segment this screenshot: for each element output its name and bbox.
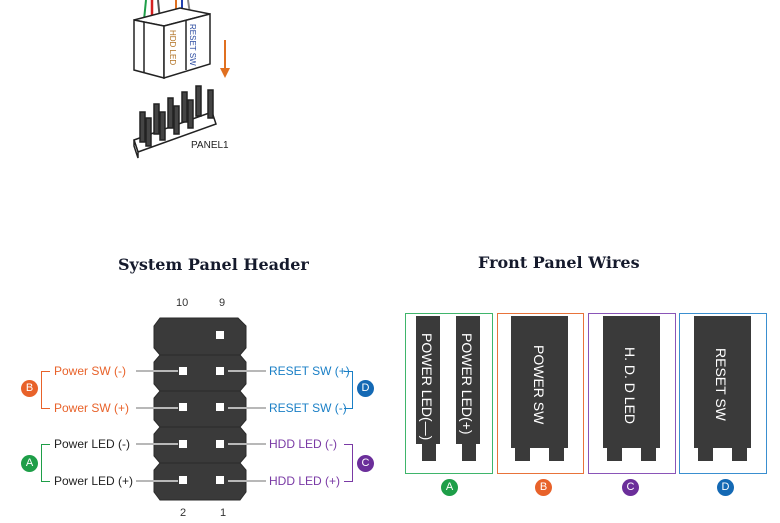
wire-connector-c — [603, 316, 660, 461]
label-power-sw-plus: Power SW (+) — [54, 401, 130, 415]
wire-hdd-led — [603, 316, 660, 461]
wire-box-a — [405, 313, 493, 474]
wire-power-sw — [511, 316, 568, 461]
label-power-led-minus: Power LED (-) — [54, 437, 131, 451]
wire-label-hdd-led: H. D. D LED — [622, 347, 638, 425]
down-arrow-icon — [220, 40, 230, 78]
pin-1 — [216, 476, 224, 484]
badge-b: B — [21, 380, 38, 397]
panel-connector-illustration: HDD LED RESET SW — [133, 0, 230, 159]
wire-badge-a: A — [441, 479, 458, 496]
wire-box-d — [679, 313, 767, 474]
system-panel-header-diagram — [153, 317, 247, 501]
bracket-c — [344, 444, 353, 482]
wire-reset-sw — [694, 316, 751, 461]
wire-connector-b — [511, 316, 568, 461]
pin-8 — [179, 367, 187, 375]
label-hdd-led-minus: HDD LED (-) — [269, 437, 337, 451]
bracket-d — [344, 371, 353, 409]
wire-label-reset-sw: RESET SW — [713, 348, 729, 421]
leader-lines — [136, 370, 266, 482]
pin-5 — [216, 403, 224, 411]
label-power-sw-minus: Power SW (-) — [54, 364, 126, 378]
badge-a: A — [21, 455, 38, 472]
wire-power-led-plus — [456, 316, 480, 461]
reset-sw-connector-label: RESET SW — [188, 24, 197, 66]
wire-label-power-led-plus: POWER LED(+) — [459, 333, 475, 435]
pin-3 — [216, 440, 224, 448]
bracket-b — [41, 371, 50, 409]
header-row-5 — [153, 462, 247, 501]
wire-badge-c: C — [622, 479, 639, 496]
wire-label-power-led-minus: POWER LED(—) — [419, 333, 435, 441]
system-panel-header-title: System Panel Header — [118, 255, 309, 274]
badge-c: C — [357, 455, 374, 472]
pin-number-10: 10 — [176, 297, 189, 309]
bracket-a — [41, 444, 50, 482]
wire-badge-b: B — [535, 479, 552, 496]
label-reset-sw-plus: RESET SW (+) — [269, 364, 350, 378]
connector-housing — [133, 7, 211, 80]
hdd-led-connector-label: HDD LED — [168, 30, 177, 65]
pin-number-2: 2 — [180, 507, 187, 519]
wire-label-power-sw: POWER SW — [531, 345, 547, 425]
pin-4 — [179, 440, 187, 448]
pin-number-1: 1 — [220, 507, 227, 519]
wire-connectors-a — [416, 316, 480, 461]
wire-connector-d — [694, 316, 751, 461]
pin-9 — [216, 331, 224, 339]
front-panel-wires-title: Front Panel Wires — [478, 253, 640, 272]
pin-number-9: 9 — [219, 297, 226, 309]
wire-badge-d: D — [717, 479, 734, 496]
pin-6 — [179, 403, 187, 411]
wire-power-led-minus — [416, 316, 440, 461]
label-hdd-led-plus: HDD LED (+) — [269, 474, 341, 488]
pin-2 — [179, 476, 187, 484]
wire-box-c — [588, 313, 676, 474]
pin-7 — [216, 367, 224, 375]
panel1-header — [133, 85, 217, 159]
header-row-1 — [153, 317, 247, 356]
panel1-label: PANEL1 — [191, 140, 229, 151]
label-reset-sw-minus: RESET SW (-) — [269, 401, 347, 415]
wire-box-b — [497, 313, 584, 474]
badge-d: D — [357, 380, 374, 397]
label-power-led-plus: Power LED (+) — [54, 474, 134, 488]
